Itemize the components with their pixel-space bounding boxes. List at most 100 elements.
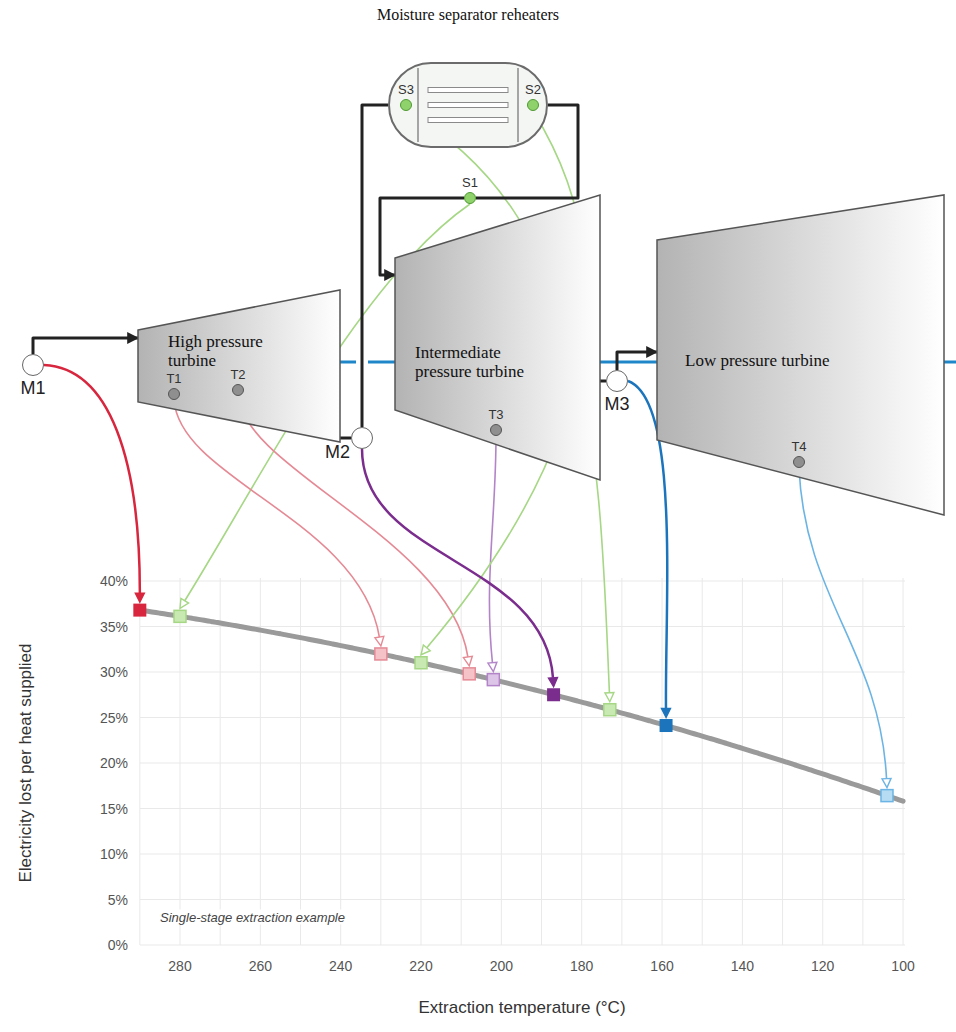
chart-note: Single-stage extraction example: [158, 910, 347, 925]
x-tick-label: 160: [650, 958, 673, 974]
grid-line: [260, 578, 261, 945]
arrow-head: [661, 708, 670, 717]
trade-off-curve: [140, 610, 903, 801]
tube-sheet: [417, 68, 419, 142]
x-tick-label: 280: [168, 958, 191, 974]
reheater-tube: [428, 103, 508, 108]
tap-point: S1: [464, 192, 476, 204]
leader-line: [362, 449, 553, 678]
y-tick-label: 25%: [100, 710, 128, 726]
branch-point: M1: [22, 354, 44, 376]
data-marker: [604, 704, 616, 716]
tap-point-label: S2: [525, 82, 541, 97]
x-tick-label: 220: [409, 958, 432, 974]
grid-line: [140, 672, 905, 673]
grid-line: [581, 578, 582, 945]
turbine-node: Low pressure turbineT4: [657, 195, 944, 515]
x-tick-label: 200: [490, 958, 513, 974]
turbine-label: Intermediate pressure turbine: [415, 343, 555, 381]
turbine-shaft: [944, 361, 956, 364]
tap-point-label: T4: [791, 439, 806, 454]
branch-point-label: M1: [20, 378, 45, 399]
x-tick-label: 140: [731, 958, 754, 974]
arrow-head: [135, 593, 144, 602]
data-marker: [174, 610, 186, 622]
grid-line: [662, 578, 663, 945]
tap-point: S3: [400, 99, 412, 111]
turbine-label: High pressure turbine: [168, 332, 278, 370]
arrow-head: [375, 636, 384, 646]
y-tick-label: 0%: [108, 937, 128, 953]
chart-grid: [140, 578, 905, 945]
data-marker: [487, 674, 499, 686]
grid-line: [702, 578, 703, 945]
arrow-head: [882, 778, 891, 787]
grid-line: [421, 578, 422, 945]
x-tick-label: 180: [570, 958, 593, 974]
grid-line: [220, 578, 221, 945]
grid-line: [862, 578, 863, 945]
grid-line: [380, 578, 381, 945]
arrow-head: [488, 662, 497, 671]
tap-point-label: T2: [230, 367, 245, 382]
x-tick-label: 240: [329, 958, 352, 974]
leader-line: [44, 365, 140, 593]
tap-point: S2: [527, 99, 539, 111]
grid-line: [300, 578, 301, 945]
tap-point: T2: [232, 384, 244, 396]
y-tick-label: 10%: [100, 846, 128, 862]
arrow-head: [605, 693, 614, 702]
data-marker: [547, 688, 560, 701]
y-tick-label: 20%: [100, 755, 128, 771]
leader-line: [238, 396, 468, 657]
turbine-body: [138, 290, 340, 442]
arrow-head: [180, 598, 189, 608]
leader-line: [489, 436, 496, 663]
component-title: Moisture separator reheaters: [377, 6, 559, 24]
branch-point-label: M3: [604, 394, 629, 415]
grid-line: [822, 578, 823, 945]
steam-line: [340, 437, 351, 440]
leader-line: [174, 400, 379, 637]
data-marker: [133, 604, 146, 617]
grid-line: [501, 578, 502, 945]
y-tick-label: 35%: [100, 619, 128, 635]
grid-line: [340, 578, 341, 945]
turbine-outline: [395, 195, 600, 480]
steam-line: [362, 105, 388, 427]
turbine-shaft: [368, 361, 395, 364]
grid-line: [903, 578, 904, 945]
grid-line: [140, 945, 905, 946]
x-tick-label: 100: [891, 958, 914, 974]
branch-point: M3: [606, 370, 628, 392]
steam-line: [33, 338, 138, 354]
y-tick-label: 5%: [108, 892, 128, 908]
branch-point: M2: [351, 427, 373, 449]
grid-line: [139, 578, 140, 945]
tap-point: T1: [168, 388, 180, 400]
grid-line: [140, 808, 905, 809]
data-marker: [881, 790, 893, 802]
turbine-body: [395, 195, 600, 480]
axis-title: Electricity lost per heat supplied: [16, 643, 36, 882]
tap-point-label: S1: [462, 175, 478, 190]
data-marker: [660, 719, 673, 732]
y-tick-label: 30%: [100, 664, 128, 680]
grid-line: [140, 581, 905, 582]
turbine-node: Intermediate pressure turbineT3: [395, 195, 600, 480]
turbine-node: High pressure turbineT1T2: [138, 290, 340, 442]
tube-sheet: [517, 68, 519, 142]
grid-line: [742, 578, 743, 945]
x-tick-label: 120: [811, 958, 834, 974]
turbine-shaft: [340, 361, 356, 364]
leader-line: [799, 468, 887, 779]
data-marker: [415, 657, 427, 669]
reheater-node: Moisture separator reheatersS3S2: [388, 62, 548, 148]
tap-point-label: T1: [166, 371, 181, 386]
tap-point: T3: [490, 424, 502, 436]
grid-line: [140, 717, 905, 718]
x-tick-label: 260: [249, 958, 272, 974]
